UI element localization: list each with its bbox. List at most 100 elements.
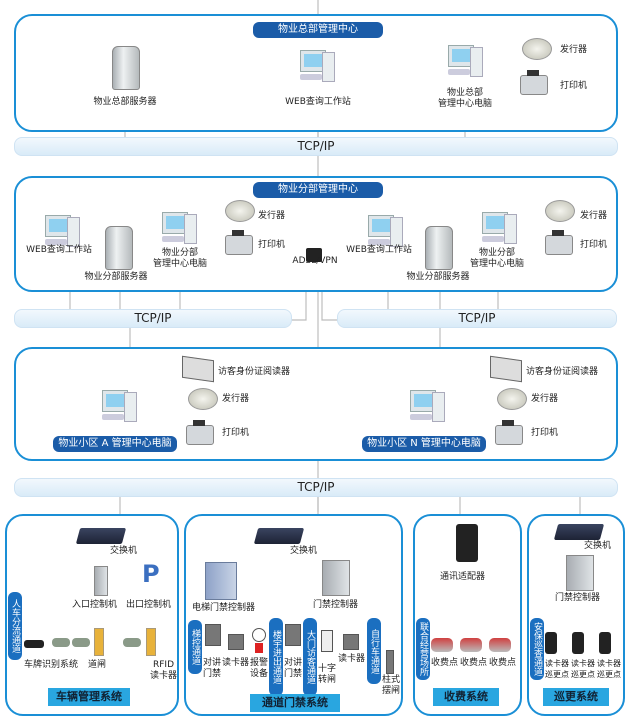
hq-pc-label: 物业总部 管理中心电脑 [437,88,492,109]
community-n-issuer-label: 发行器 [531,394,559,404]
workstation-icon [368,215,403,249]
patrol-point-label: 读卡器 巡更点 [597,659,621,679]
door-controller-icon [566,555,594,591]
community-a-issuer-label: 发行器 [222,394,250,404]
computer-icon [448,45,483,79]
branch-right-server-label: 物业分部服务器 [406,272,470,282]
billing-adapter-label: 通讯适配器 [440,572,486,582]
access-elevator-ctrl-label: 电梯门禁控制器 [192,603,256,613]
access-tag-elevator: 梯控通道 [188,620,202,674]
barrier-gate-icon [146,628,156,656]
vehicle-plate-label: 车牌识别系统 [24,660,79,670]
access-system-title: 通道门禁系统 [250,694,340,712]
card-issuer-icon [497,388,527,410]
switch-icon [253,528,305,544]
access-alarm-label: 报警 设备 [250,658,269,679]
vehicle-system-title: 车辆管理系统 [48,688,130,706]
branch-left-server-label: 物业分部服务器 [84,272,148,282]
access-intercom2-label: 对讲 门禁 [284,658,303,679]
parking-p-icon: P [142,560,160,588]
billing-point-label: 收费点 [489,658,517,668]
patrol-tag: 安保巡查通道 [530,618,544,680]
card-reader-icon [228,634,244,650]
workstation-icon [300,50,335,84]
tcpip-bus-left: TCP/IP [14,309,292,328]
patrol-reader-icon [545,632,557,654]
branch-left-pc-label: 物业分部 管理中心电脑 [152,248,207,269]
camera-icon [123,638,141,647]
patrol-door-ctrl-label: 门禁控制器 [555,593,601,603]
computer-icon [102,390,137,424]
switch-icon [553,524,605,540]
vehicle-exit-label: 出口控制机 [126,600,172,610]
access-system-panel [184,514,403,716]
community-a-id-reader-label: 访客身份证阅读器 [218,367,291,377]
patrol-switch-label: 交换机 [584,541,612,551]
tcpip-bus-bottom: TCP/IP [14,478,618,497]
community-a-title: 物业小区 A 管理中心电脑 [53,436,177,452]
server-icon [105,226,133,270]
pos-terminal-icon [489,638,511,652]
hq-server-label: 物业总部服务器 [93,97,157,107]
card-issuer-icon [522,38,552,60]
branch-left-printer-label: 打印机 [258,240,286,250]
id-card-reader-icon [182,355,214,383]
computer-icon [162,212,197,246]
vehicle-barrier-label: 道闸 [88,660,107,670]
hq-issuer-label: 发行器 [560,45,588,55]
branch-left-web-label: WEB查询工作站 [26,245,92,255]
branch-right-issuer-label: 发行器 [580,211,608,221]
billing-point-label: 收费点 [460,658,488,668]
computer-icon [482,212,517,246]
tcpip-bus-top: TCP/IP [14,137,618,156]
elevator-controller-icon [205,562,237,600]
community-n-id-reader-label: 访客身份证阅读器 [526,367,599,377]
entry-machine-icon [94,566,108,596]
hq-web-station-label: WEB查询工作站 [285,97,351,107]
patrol-reader-icon [599,632,611,654]
camera-icon [52,638,70,647]
printer-icon [225,230,253,255]
tcpip-bus-right: TCP/IP [337,309,617,328]
vehicle-rfid-label: RFID 读卡器 [150,660,178,681]
branch-right-pc-label: 物业分部 管理中心电脑 [469,248,524,269]
alarm-light-icon [255,643,263,653]
billing-point-label: 收费点 [431,658,459,668]
alarm-clock-icon [252,628,266,642]
community-n-printer-label: 打印机 [531,428,559,438]
door-controller-icon [322,560,350,596]
card-issuer-icon [545,200,575,222]
patrol-system-panel [527,514,625,716]
vpn-label: ADSL/VPN [292,256,338,266]
workstation-icon [45,215,80,249]
headquarters-title: 物业总部管理中心 [253,22,383,38]
turnstile-icon [321,630,333,652]
access-turnstile-label: 十字 转闸 [318,664,337,685]
pos-terminal-icon [431,638,453,652]
access-swing-label: 柱式 摆闸 [382,675,401,696]
billing-tag: 联合经营场所 [416,618,430,680]
intercom-icon [285,624,301,646]
branch-left-issuer-label: 发行器 [258,211,286,221]
vehicle-system-panel [5,514,179,716]
vpn-router-icon [306,248,322,262]
swing-gate-icon [386,650,394,674]
branch-right-web-label: WEB查询工作站 [346,245,412,255]
access-tag-bicycle: 自行车通道 [367,618,381,684]
access-card1-label: 读卡器 [222,658,250,668]
printer-icon [520,70,548,95]
patrol-point-label: 读卡器 巡更点 [571,659,595,679]
printer-icon [495,420,523,445]
printer-icon [545,230,573,255]
plate-recognition-icon [24,640,44,648]
hq-printer-label: 打印机 [560,81,588,91]
access-switch-label: 交换机 [290,546,318,556]
vehicle-switch-label: 交换机 [110,546,138,556]
communication-adapter-icon [456,524,478,562]
patrol-point-label: 读卡器 巡更点 [545,659,569,679]
patrol-reader-icon [572,632,584,654]
camera-icon [72,638,90,647]
branch-title: 物业分部管理中心 [253,182,383,198]
access-tag-building: 楼宇进出通道 [269,618,283,696]
